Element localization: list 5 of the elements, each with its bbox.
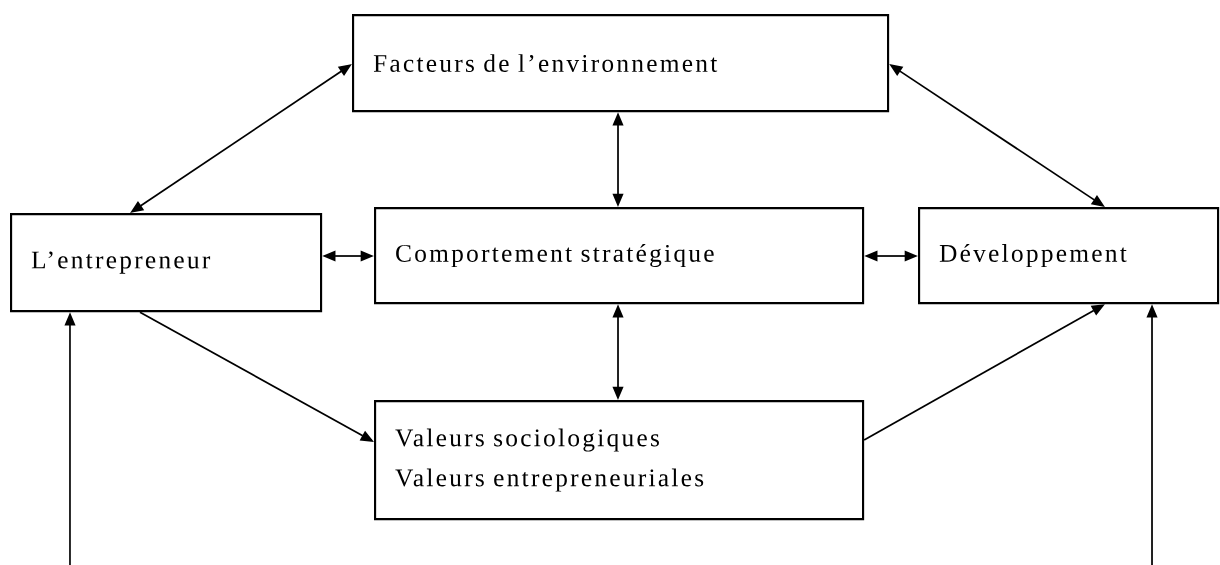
process-box: Valeurs sociologiques Valeurs entrepreneuriales <box>374 400 865 521</box>
process-box: Comportement stratégique <box>374 207 865 305</box>
process-box: Développement <box>918 207 1220 305</box>
process-box: Facteurs de l’environnement <box>352 14 890 113</box>
process-box: L’entrepreneur <box>10 213 323 313</box>
